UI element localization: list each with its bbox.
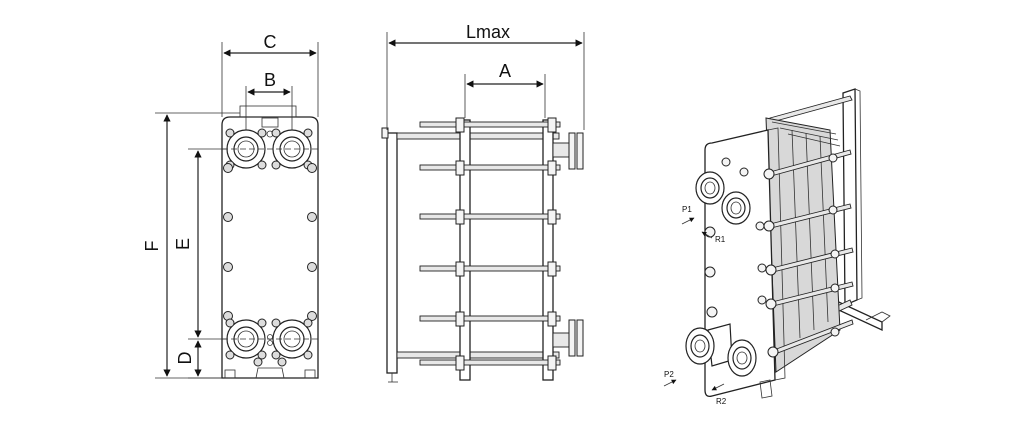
- front-side-bolts: [223, 163, 317, 321]
- iso-top-guide-bar: [769, 95, 853, 123]
- side-top-nozzle: [552, 132, 584, 170]
- front-foot-right: [304, 369, 316, 379]
- side-fixed-plate: [386, 132, 398, 374]
- side-bottom-nozzle: [552, 319, 584, 357]
- side-plate-pack: [459, 119, 471, 381]
- dimension-lmax: Lmax: [386, 22, 585, 130]
- label-r2: R2: [716, 397, 727, 406]
- side-nuts: [455, 117, 557, 371]
- label-p2: P2: [664, 370, 674, 379]
- side-top-guide-bar: [396, 132, 560, 140]
- iso-tie-rods: [763, 149, 854, 358]
- front-foot-left: [224, 369, 236, 379]
- dim-c-label: C: [264, 32, 277, 52]
- dimension-d: D: [175, 340, 222, 379]
- front-view: C B F E D: [142, 32, 320, 379]
- dimension-b: B: [245, 70, 293, 130]
- side-pressure-plate: [542, 119, 554, 381]
- dimension-e: E: [173, 148, 226, 340]
- dimension-a: A: [464, 61, 546, 118]
- dim-b-label: B: [264, 70, 276, 90]
- isometric-view: P1 R1 P2 R2: [663, 88, 891, 406]
- iso-top-right-nozzle: [721, 191, 751, 225]
- dim-f-label: F: [142, 241, 162, 252]
- front-bottom-bracket: [255, 367, 285, 379]
- label-p1: P1: [682, 205, 692, 214]
- dimension-c: C: [221, 32, 319, 117]
- iso-front-bolts: [704, 157, 767, 318]
- iso-bottom-right-nozzle: [727, 339, 757, 377]
- iso-foot: [759, 379, 773, 399]
- side-bottom-guide-bar: [396, 351, 560, 359]
- front-plate-outline: [221, 116, 319, 379]
- iso-support-column: [842, 88, 858, 306]
- iso-top-left-nozzle: [695, 171, 725, 205]
- front-top-bar: [239, 105, 297, 118]
- dim-e-label: E: [173, 238, 193, 250]
- front-top-lug: [261, 117, 279, 128]
- iso-bottom-left-nozzle: [685, 323, 733, 367]
- iso-flow-labels: P1 R1 P2 R2: [663, 205, 727, 406]
- front-bottom-right-port: [271, 318, 313, 360]
- side-tie-rods: [419, 121, 561, 366]
- dim-d-label: D: [175, 352, 195, 365]
- dim-lmax-label: Lmax: [466, 22, 510, 42]
- label-r1: R1: [715, 235, 726, 244]
- front-top-right-port: [271, 128, 313, 170]
- side-view: Lmax A: [381, 22, 585, 383]
- dim-a-label: A: [499, 61, 511, 81]
